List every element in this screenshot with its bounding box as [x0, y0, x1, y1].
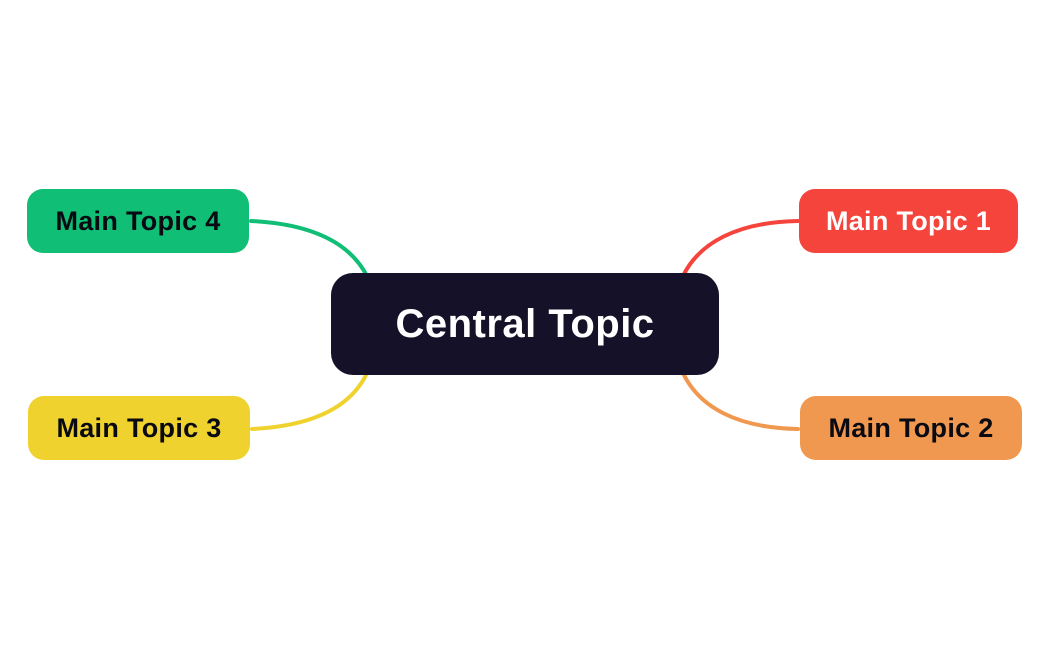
node-main-topic-3-label: Main Topic 3 [56, 412, 222, 443]
connector-main-topic-3 [250, 371, 369, 431]
connector-main-topic-1 [681, 219, 800, 278]
node-main-topic-4-label: Main Topic 4 [55, 205, 221, 236]
node-main-topic-1[interactable]: Main Topic 1 [799, 189, 1018, 253]
node-main-topic-3[interactable]: Main Topic 3 [28, 396, 250, 460]
connector-main-topic-4 [249, 219, 369, 278]
node-central-topic[interactable]: Central Topic [331, 273, 719, 375]
connector-main-topic-2 [681, 371, 800, 431]
node-main-topic-2-label: Main Topic 2 [828, 412, 994, 443]
node-central-topic-label: Central Topic [395, 301, 655, 346]
node-main-topic-1-label: Main Topic 1 [825, 205, 992, 236]
node-main-topic-2[interactable]: Main Topic 2 [800, 396, 1022, 460]
node-main-topic-4[interactable]: Main Topic 4 [27, 189, 249, 253]
